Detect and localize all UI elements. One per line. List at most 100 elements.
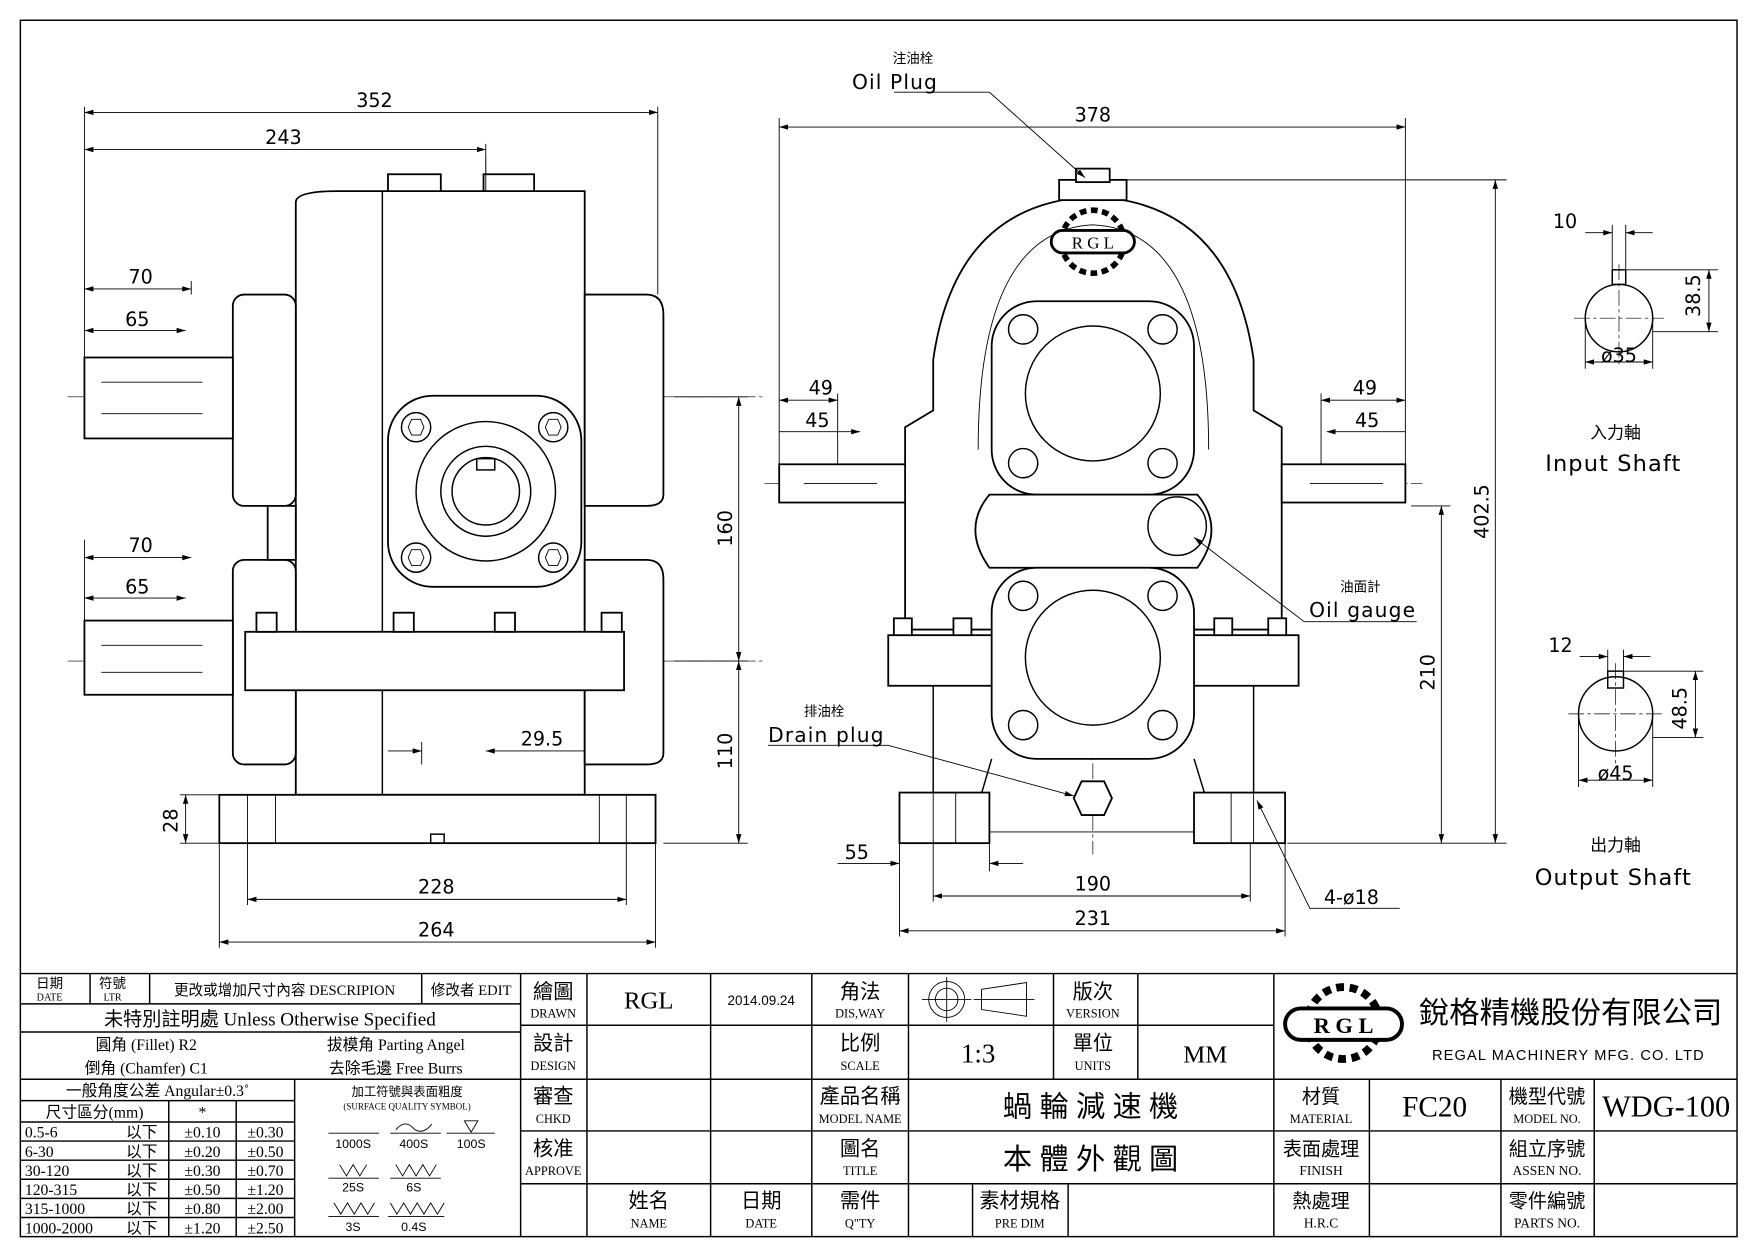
- model-no-label-cn: 機型代號: [1509, 1086, 1585, 1108]
- tol-range-header: 尺寸區分(mm): [46, 1103, 144, 1121]
- drawn-by: RGL: [624, 987, 673, 1014]
- tolerance-cell-b: ±1.20: [247, 1182, 283, 1199]
- output-diameter: ø45: [1598, 762, 1634, 785]
- rgl-logo-icon: R G L: [1049, 207, 1136, 276]
- chkd-label-cn: 審查: [533, 1085, 573, 1108]
- unless-specified: 未特別註明處 Unless Otherwise Specified: [104, 1008, 436, 1030]
- svg-text:3S: 3S: [346, 1220, 361, 1234]
- drawn-label-cn: 繪圖: [533, 980, 573, 1003]
- front-view: R G L 378: [764, 51, 1507, 937]
- material-label-cn: 材質: [1302, 1086, 1340, 1108]
- input-shaft-label-cn: 入力軸: [1590, 422, 1641, 442]
- tolerance-cell-b: ±0.50: [247, 1144, 283, 1161]
- parts-no-label: PARTS NO.: [1514, 1216, 1580, 1231]
- assen-no-label: ASSEN NO.: [1513, 1163, 1582, 1178]
- drawn-date: 2014.09.24: [727, 993, 795, 1008]
- company-name-cn: 銳格精機股份有限公司: [1419, 996, 1722, 1030]
- hrc-label-cn: 熱處理: [1292, 1190, 1349, 1212]
- dim-378: 378: [1075, 103, 1111, 126]
- surface-symbol-icon: 25S: [328, 1163, 379, 1195]
- rev-date-en: DATE: [37, 993, 63, 1004]
- material-label: MATERIAL: [1290, 1112, 1352, 1126]
- dim-65-lower: 65: [125, 576, 149, 599]
- dim-55: 55: [845, 841, 869, 864]
- model-name-value: 蝸 輪 減 速 機: [1003, 1090, 1178, 1123]
- oil-gauge-label: Oil gauge: [1309, 598, 1416, 622]
- tolerance-cell-range: 1000-2000: [25, 1220, 93, 1237]
- tolerance-cell-a: ±0.30: [184, 1163, 220, 1180]
- drawing-title-value: 本 體 外 觀 圖: [1003, 1143, 1178, 1176]
- svg-text:25S: 25S: [342, 1181, 364, 1195]
- tolerance-cell-below: 以下: [126, 1220, 157, 1237]
- chamfer-spec: 倒角 (Chamfer) C1: [85, 1060, 208, 1078]
- chkd-label: CHKD: [536, 1112, 571, 1126]
- scale-label-cn: 比例: [840, 1032, 880, 1055]
- dimension-lines: [767, 91, 1507, 937]
- dim-352: 352: [356, 89, 392, 112]
- hrc-label: H.R.C: [1304, 1216, 1338, 1231]
- svg-text:6S: 6S: [406, 1181, 421, 1195]
- rev-edit: 修改者 EDIT: [431, 982, 512, 999]
- title-label: TITLE: [843, 1164, 877, 1178]
- surface-symbol-icon: 3S: [328, 1202, 379, 1234]
- projection-label-cn: 角法: [840, 980, 880, 1003]
- input-shaft-label: Input Shaft: [1545, 451, 1681, 477]
- surface-title-cn: 加工符號與表面粗度: [351, 1084, 462, 1099]
- bolt-icon: [400, 411, 569, 573]
- rev-description: 更改或增加尺寸內容 DESCRIPION: [174, 982, 396, 999]
- drawn-label: DRAWN: [530, 1006, 576, 1020]
- input-key-width: 10: [1553, 210, 1577, 233]
- tolerance-cell-b: ±2.00: [247, 1201, 283, 1218]
- dim-28: 28: [160, 809, 183, 833]
- burrs-spec: 去除毛邊 Free Burrs: [329, 1060, 463, 1078]
- pre-dim-label: PRE DIM: [995, 1217, 1045, 1231]
- finish-label: FINISH: [1299, 1163, 1343, 1178]
- side-view: 352 243 70 65 70 65 29.5 160 110 28 228 …: [67, 89, 765, 948]
- surface-symbol-icon: 1000S: [328, 1132, 379, 1151]
- output-shaft-label: Output Shaft: [1535, 865, 1692, 891]
- dim-49-left: 49: [809, 377, 833, 400]
- finish-label-cn: 表面處理: [1283, 1139, 1359, 1161]
- output-key-depth: 48.5: [1668, 687, 1691, 730]
- surface-symbol-icon: 400S: [390, 1123, 441, 1151]
- tolerance-cell-below: 以下: [126, 1163, 157, 1180]
- date-col-cn: 日期: [741, 1190, 781, 1212]
- tolerance-cell-a: ±1.20: [184, 1220, 220, 1237]
- oil-plug-label: Oil Plug: [852, 70, 938, 94]
- dim-231: 231: [1075, 907, 1111, 930]
- tolerance-cell-b: ±0.70: [247, 1163, 283, 1180]
- units-label-cn: 單位: [1073, 1032, 1113, 1055]
- model-no-label: MODEL NO.: [1513, 1112, 1581, 1126]
- tolerance-cell-range: 315-1000: [25, 1201, 85, 1218]
- drawing-frame: [19, 19, 1738, 1238]
- units-label: UNITS: [1075, 1059, 1112, 1073]
- parting-spec: 拔模角 Parting Angel: [327, 1036, 466, 1054]
- drain-plug-label-cn: 排油栓: [804, 704, 845, 720]
- tolerance-cell-range: 30-120: [25, 1163, 70, 1180]
- dim-bolt-holes: 4-ø18: [1324, 886, 1379, 909]
- design-label-cn: 設計: [533, 1032, 573, 1055]
- qty-label-cn: 需件: [840, 1189, 880, 1212]
- tolerance-cell-a: ±0.20: [184, 1144, 220, 1161]
- dim-190: 190: [1075, 872, 1111, 895]
- model-no-value: WDG-100: [1602, 1089, 1730, 1123]
- company-name: REGAL MACHINERY MFG. CO. LTD: [1432, 1048, 1705, 1064]
- svg-text:R G L: R G L: [1072, 233, 1114, 252]
- svg-text:100S: 100S: [457, 1137, 486, 1151]
- version-label: VERSION: [1066, 1006, 1120, 1020]
- tolerance-cell-b: ±0.30: [247, 1125, 283, 1142]
- dim-70-lower: 70: [128, 534, 152, 557]
- input-shaft-detail: 10 38.5 ø35 入力軸 Input Shaft: [1545, 210, 1718, 477]
- surface-symbol-icon: 0.4S: [387, 1202, 445, 1234]
- third-angle-projection-icon: [921, 976, 1035, 1022]
- tolerance-cell-b: ±2.50: [247, 1220, 283, 1237]
- rev-ltr-cn: 符號: [99, 976, 126, 991]
- input-diameter: ø35: [1601, 344, 1637, 367]
- tol-star-header: *: [199, 1104, 207, 1121]
- dimension-lines: [83, 106, 748, 948]
- dim-29-5: 29.5: [521, 727, 564, 750]
- pre-dim-label-cn: 素材規格: [979, 1189, 1060, 1212]
- dim-210: 210: [1417, 654, 1440, 690]
- rev-ltr-en: LTR: [103, 993, 121, 1004]
